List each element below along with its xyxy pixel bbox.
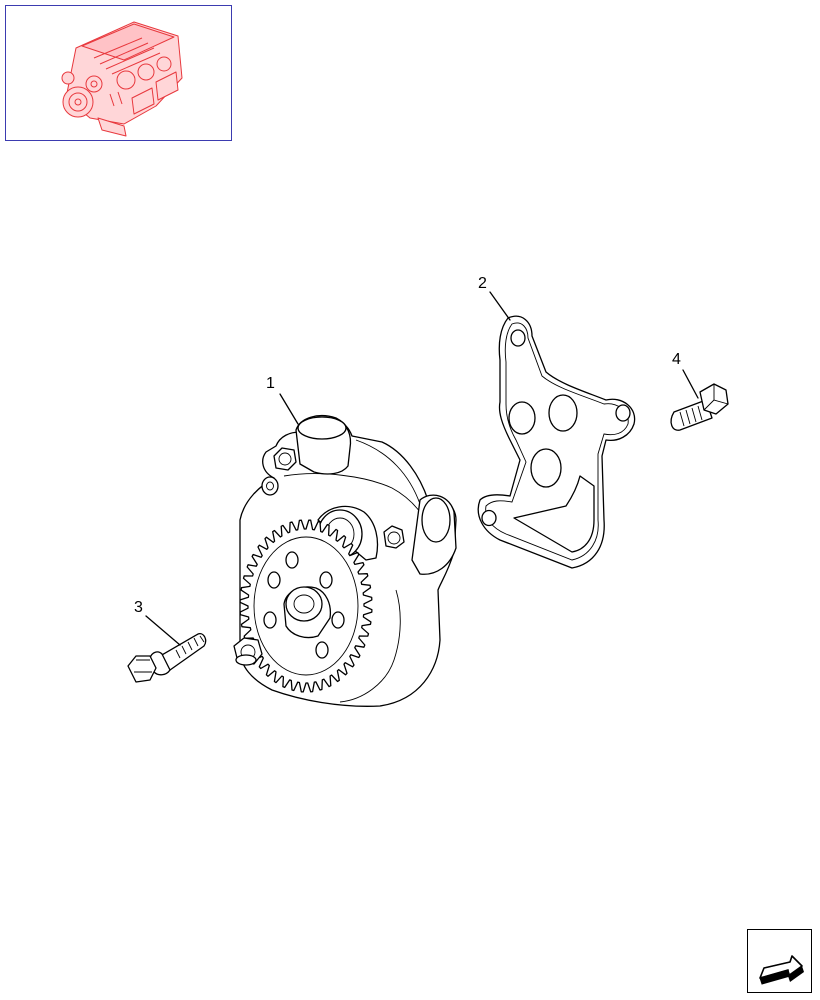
leader-line-4 — [682, 369, 699, 399]
callout-3: 3 — [134, 599, 143, 616]
callout-4: 4 — [672, 351, 681, 368]
flange-bolt[interactable] — [127, 633, 207, 683]
callout-1: 1 — [266, 375, 275, 392]
leader-line-2 — [489, 291, 511, 321]
next-page-arrow-icon — [759, 955, 804, 985]
leader-line-1 — [279, 393, 299, 425]
next-page-button[interactable] — [747, 929, 812, 993]
engine-thumbnail-icon — [61, 21, 183, 137]
callout-2: 2 — [478, 275, 487, 292]
engine-thumbnail[interactable] — [5, 5, 232, 141]
leader-line-3 — [145, 615, 181, 646]
hex-bolt[interactable] — [670, 383, 729, 431]
oil-pump[interactable] — [233, 415, 457, 707]
gasket[interactable] — [477, 315, 636, 569]
